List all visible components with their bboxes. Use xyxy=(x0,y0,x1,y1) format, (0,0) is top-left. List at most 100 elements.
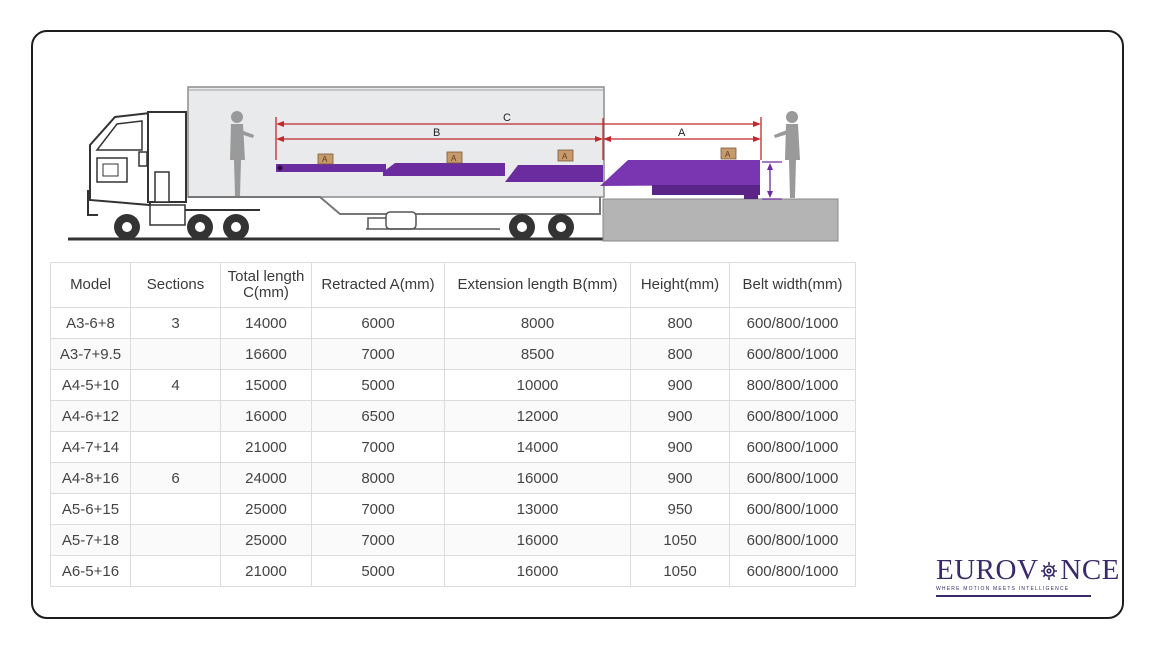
table-cell: 16000 xyxy=(444,524,631,556)
table-cell: 8500 xyxy=(444,338,631,370)
header-extension-length: Extension length B(mm) xyxy=(444,262,631,308)
table-cell: 600/800/1000 xyxy=(729,431,856,463)
table-cell: A4-6+12 xyxy=(50,400,131,432)
table-cell: 16000 xyxy=(444,555,631,587)
dimension-c-label: C xyxy=(503,112,511,124)
table-cell: 900 xyxy=(630,431,730,463)
table-cell: 4 xyxy=(130,369,221,401)
table-cell: A4-5+10 xyxy=(50,369,131,401)
table-cell xyxy=(130,493,221,525)
table-cell: 8000 xyxy=(311,462,445,494)
table-cell: 3 xyxy=(130,307,221,339)
table-cell: 15000 xyxy=(220,369,312,401)
logo-underline xyxy=(936,595,1091,597)
table-cell: 5000 xyxy=(311,369,445,401)
dimension-lines xyxy=(275,117,762,160)
table-cell: 12000 xyxy=(444,400,631,432)
cargo-boxes: A A A A xyxy=(317,147,737,165)
table-cell: 13000 xyxy=(444,493,631,525)
dimension-b-label: B xyxy=(433,127,440,139)
truck-wheels xyxy=(114,214,574,240)
table-cell: 600/800/1000 xyxy=(729,307,856,339)
table-cell xyxy=(130,338,221,370)
table-cell: A4-8+16 xyxy=(50,462,131,494)
table-cell: 7000 xyxy=(311,338,445,370)
worker-dock xyxy=(774,111,800,198)
height-arrow xyxy=(762,161,782,200)
table-cell: 25000 xyxy=(220,493,312,525)
table-cell: 7000 xyxy=(311,493,445,525)
table-cell: 600/800/1000 xyxy=(729,493,856,525)
table-cell: 21000 xyxy=(220,431,312,463)
trailer-chassis xyxy=(188,196,601,215)
dimension-a-label: A xyxy=(678,127,686,139)
table-cell: 25000 xyxy=(220,524,312,556)
table-cell: 16000 xyxy=(444,462,631,494)
table-cell: 600/800/1000 xyxy=(729,400,856,432)
table-cell: 800 xyxy=(630,307,730,339)
loading-dock xyxy=(602,198,839,242)
table-cell: 600/800/1000 xyxy=(729,555,856,587)
header-retracted: Retracted A(mm) xyxy=(311,262,445,308)
table-cell: 10000 xyxy=(444,369,631,401)
logo-tagline: WHERE MOTION MEETS INTELLIGENCE xyxy=(936,586,1070,592)
table-cell: 6 xyxy=(130,462,221,494)
svg-text:A: A xyxy=(322,155,328,164)
table-cell xyxy=(130,555,221,587)
table-cell: 5000 xyxy=(311,555,445,587)
table-cell: 7000 xyxy=(311,431,445,463)
svg-text:A: A xyxy=(562,152,568,161)
table-cell: A3-7+9.5 xyxy=(50,338,131,370)
table-cell: 800 xyxy=(630,338,730,370)
table-cell: A6-5+16 xyxy=(50,555,131,587)
table-cell: 1050 xyxy=(630,555,730,587)
table-cell: 600/800/1000 xyxy=(729,524,856,556)
telescopic-conveyor xyxy=(276,160,760,199)
header-height: Height(mm) xyxy=(630,262,730,308)
table-cell xyxy=(130,524,221,556)
table-cell: 600/800/1000 xyxy=(729,462,856,494)
table-cell: 21000 xyxy=(220,555,312,587)
worker-inside xyxy=(230,111,254,196)
truck-loader-illustration: A A A A C B A xyxy=(68,86,839,242)
table-cell: 7000 xyxy=(311,524,445,556)
table-cell: 950 xyxy=(630,493,730,525)
table-cell: 14000 xyxy=(444,431,631,463)
table-cell: 900 xyxy=(630,462,730,494)
table-cell: 6000 xyxy=(311,307,445,339)
table-cell: 8000 xyxy=(444,307,631,339)
table-cell: A3-6+8 xyxy=(50,307,131,339)
table-cell xyxy=(130,400,221,432)
table-cell: 900 xyxy=(630,400,730,432)
svg-text:A: A xyxy=(451,154,457,163)
header-belt-width: Belt width(mm) xyxy=(729,262,856,308)
table-cell: 16600 xyxy=(220,338,312,370)
header-model: Model xyxy=(50,262,131,308)
svg-text:A: A xyxy=(725,150,731,159)
table-cell: 6500 xyxy=(311,400,445,432)
table-cell: 600/800/1000 xyxy=(729,338,856,370)
table-cell: 800/800/1000 xyxy=(729,369,856,401)
header-sections: Sections xyxy=(130,262,221,308)
table-cell xyxy=(130,431,221,463)
table-cell: 1050 xyxy=(630,524,730,556)
table-cell: 14000 xyxy=(220,307,312,339)
table-cell: A5-7+18 xyxy=(50,524,131,556)
gear-icon xyxy=(1041,562,1058,580)
table-cell: A4-7+14 xyxy=(50,431,131,463)
table-cell: 16000 xyxy=(220,400,312,432)
